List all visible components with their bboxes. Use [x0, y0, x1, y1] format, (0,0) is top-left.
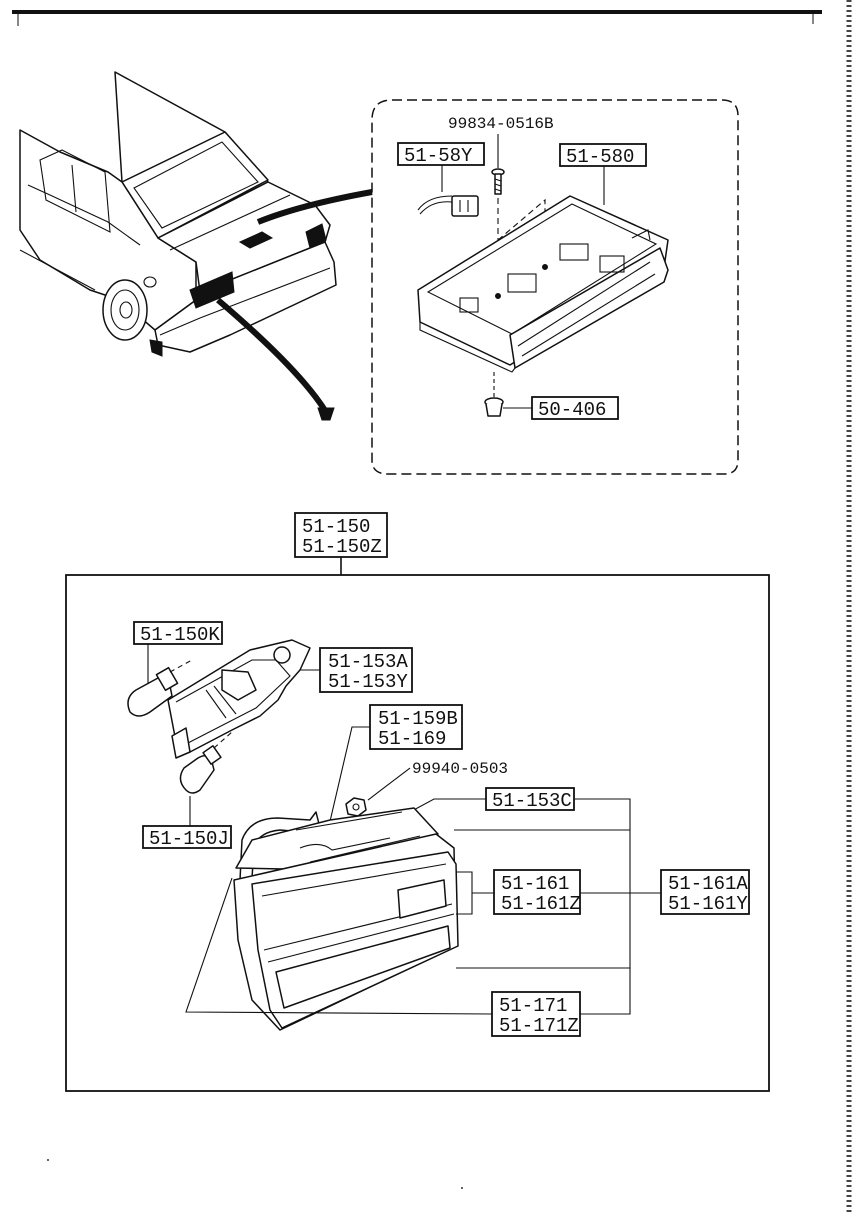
label-99940-0503: 99940-0503 [412, 760, 508, 778]
bulb-j-icon [179, 745, 222, 794]
label-51-171: 51-171 [499, 995, 567, 1017]
label-51-153C: 51-153C [492, 790, 572, 812]
label-51-150: 51-150 [302, 516, 370, 538]
grommet-icon [484, 397, 504, 417]
label-box-51-159B [369, 704, 463, 750]
leader-to-license-lamp [256, 189, 373, 225]
label-51-161Z: 51-161Z [501, 893, 581, 915]
screw-icon [491, 168, 505, 195]
label-51-153Y: 51-153Y [328, 671, 408, 693]
label-51-153A: 51-153A [328, 651, 408, 673]
label-51-161A: 51-161A [668, 873, 748, 895]
leader-to-tail-lamp [216, 297, 329, 414]
label-box-51-150K [133, 621, 223, 645]
label-box-51-58Y [397, 142, 485, 166]
label-51-150J: 51-150J [149, 828, 229, 850]
label-box-51-161 [493, 869, 581, 915]
label-box-51-580 [559, 143, 647, 167]
label-51-161: 51-161 [501, 873, 569, 895]
socket-bracket [167, 639, 311, 759]
label-51-161Y: 51-161Y [668, 893, 748, 915]
label-51-150Z: 51-150Z [302, 536, 382, 558]
label-51-150K: 51-150K [140, 624, 220, 646]
nut-icon [345, 797, 367, 817]
label-box-51-171 [491, 991, 581, 1037]
label-51-159B: 51-159B [378, 708, 458, 730]
label-51-171Z: 51-171Z [499, 1015, 579, 1037]
connector-icon [417, 195, 479, 217]
license-lamp-housing [417, 195, 669, 373]
label-99834-0516B: 99834-0516B [448, 115, 554, 133]
label-box-50-406 [531, 396, 619, 420]
label-51-58Y: 51-58Y [404, 145, 473, 167]
license-lamp-detail-box [371, 99, 739, 475]
bulb-k-icon [127, 666, 179, 717]
label-box-51-150J [142, 825, 232, 849]
label-box-51-150 [294, 512, 388, 558]
label-51-580: 51-580 [566, 146, 634, 168]
label-50-406: 50-406 [538, 399, 606, 421]
label-box-51-161A [660, 869, 750, 915]
assembly-frame [65, 574, 770, 1092]
tail-lamp-body [233, 807, 459, 1031]
label-51-169: 51-169 [378, 728, 446, 750]
